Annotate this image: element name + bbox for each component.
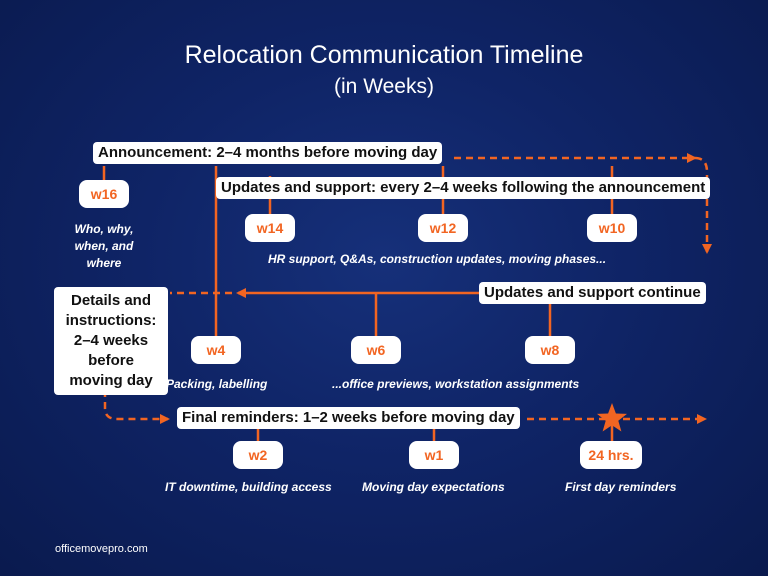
week-badge-w4: w4 — [191, 336, 241, 364]
week-badge-24hrs: 24 hrs. — [580, 441, 642, 469]
note-w1: Moving day expectations — [362, 480, 505, 494]
details-label: Details and instructions: 2–4 weeks befo… — [54, 287, 168, 395]
week-badge-w6: w6 — [351, 336, 401, 364]
week-badge-w16: w16 — [79, 180, 129, 208]
diagram-title: Relocation Communication Timeline — [184, 41, 584, 69]
final-reminders-label: Final reminders: 1–2 weeks before moving… — [177, 407, 520, 429]
announcement-label: Announcement: 2–4 months before moving d… — [93, 142, 443, 164]
note-w16: Who, why, when, and where — [74, 222, 134, 270]
diagram-subtitle: (in Weeks) — [334, 75, 434, 98]
updates-continue-label: Updates and support continue — [479, 282, 706, 304]
note-updates-topics: HR support, Q&As, construction updates, … — [268, 252, 607, 266]
details-to-final — [103, 378, 170, 424]
week-badge-w8: w8 — [525, 336, 575, 364]
week-badge-w10: w10 — [587, 214, 637, 242]
note-w4: Packing, labelling — [166, 377, 268, 391]
note-24hrs: First day reminders — [565, 480, 677, 494]
week-badge-w12: w12 — [418, 214, 468, 242]
week-badge-w14: w14 — [245, 214, 295, 242]
note-w6-w8: ...office previews, workstation assignme… — [332, 377, 580, 391]
star-icon — [597, 403, 627, 432]
right-turn-curve — [694, 156, 712, 254]
updates-label: Updates and support: every 2–4 weeks fol… — [216, 177, 711, 199]
source-link: officemovepro.com — [55, 543, 148, 555]
note-w2: IT downtime, building access — [165, 480, 332, 494]
week-badge-w2: w2 — [233, 441, 283, 469]
week-badge-w1: w1 — [409, 441, 459, 469]
